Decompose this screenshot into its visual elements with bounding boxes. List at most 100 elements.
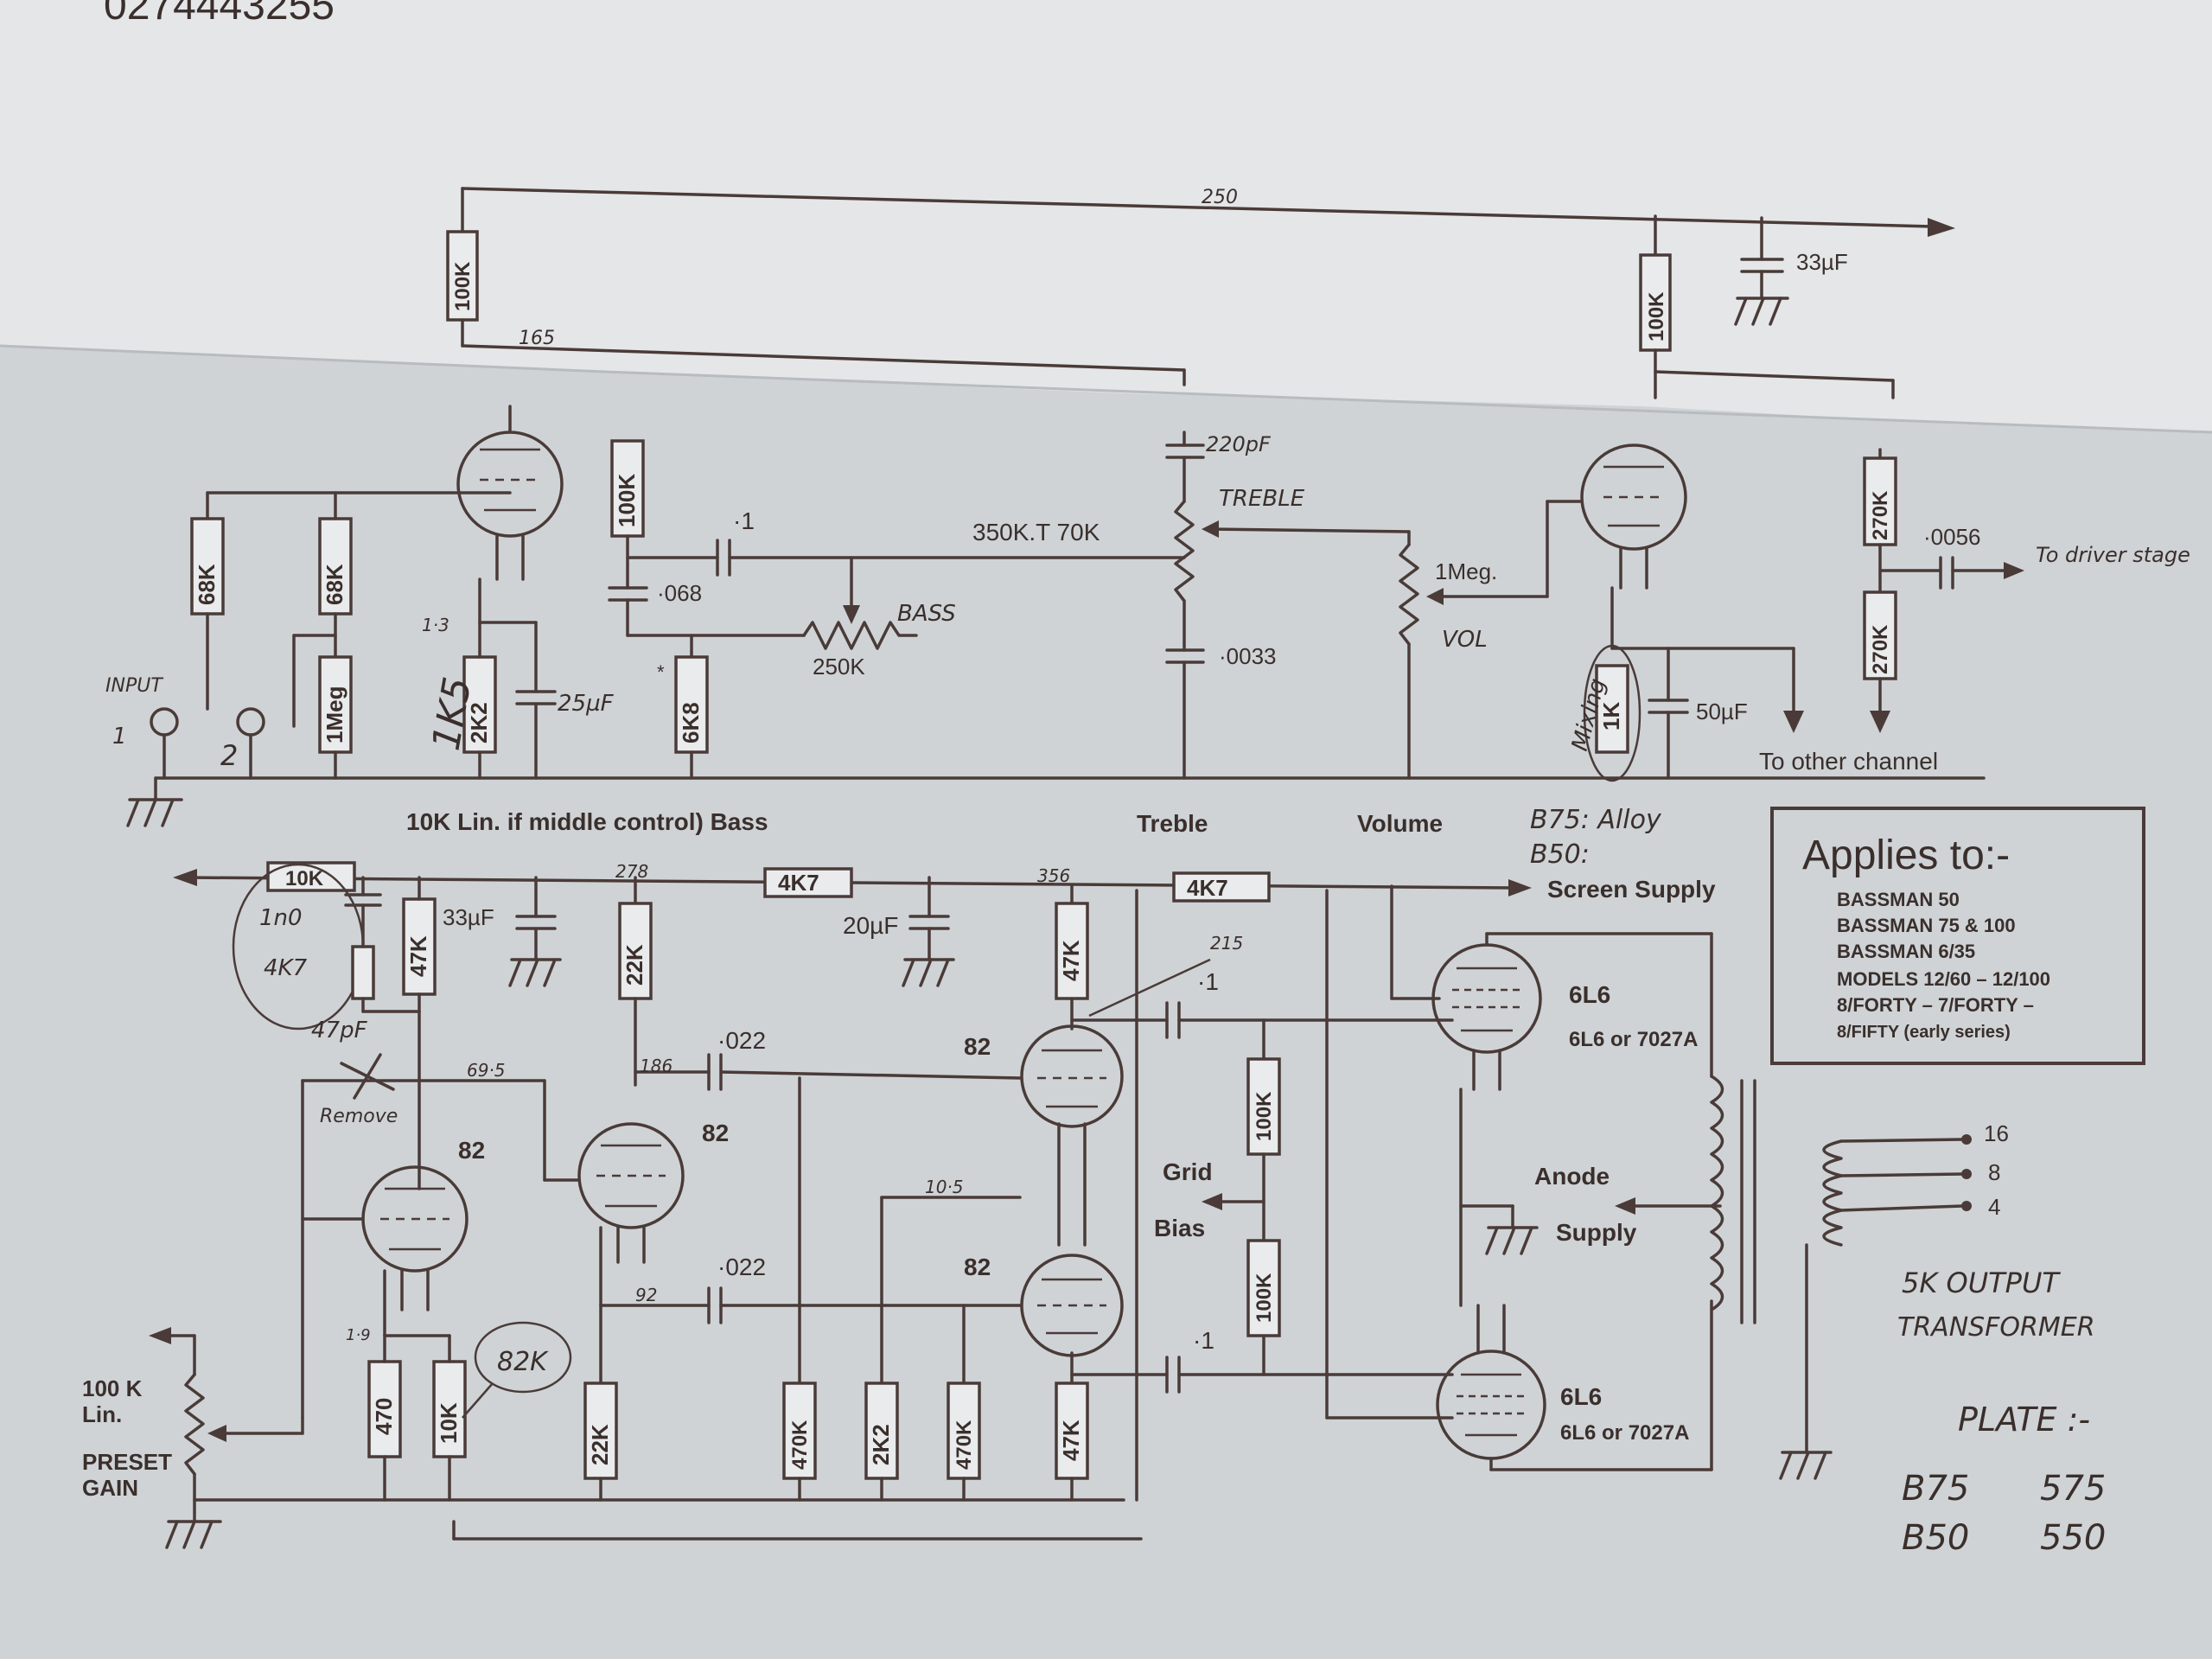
c-1n0: 1n0 [259, 905, 303, 931]
r-2k2-pre: 2K2 [466, 702, 492, 743]
tube-6l6-b-1: 6L6 [1560, 1383, 1602, 1410]
v-278: 278 [615, 861, 648, 882]
tube-6l6-b: 6L6 or 7027A [1560, 1421, 1689, 1445]
input-label: INPUT [105, 675, 163, 697]
t82-c: 82 [964, 1033, 991, 1060]
t82-a: 82 [458, 1137, 485, 1164]
plate-b50: B50 [1902, 1518, 1969, 1558]
r-100k-a: 100K [1253, 1091, 1276, 1141]
alloy-note-1: B75: Alloy [1530, 805, 1662, 835]
r-4k7-note: 4K7 [264, 955, 308, 981]
v-186: 186 [640, 1056, 673, 1076]
pot-gain-2: Lin. [82, 1401, 122, 1427]
pot-vol-value: 1Meg. [1435, 558, 1497, 584]
r-47k-c: 47K [1058, 1420, 1084, 1461]
volume-label: Volume [1357, 810, 1443, 837]
r-22k-a: 22K [622, 944, 647, 986]
r-470k-b: 470K [953, 1420, 976, 1470]
c-1-a: ·1 [1197, 968, 1219, 995]
treble-label: Treble [1137, 810, 1208, 837]
tap-8: 8 [1988, 1159, 2000, 1185]
r-470: 470 [371, 1398, 397, 1435]
r-270k-b: 270K [1869, 624, 1892, 674]
c-47pf: 47pF [311, 1018, 368, 1043]
r-22k-b: 22K [587, 1424, 613, 1465]
c-0033: ·0033 [1219, 643, 1277, 669]
r-1k: 1K [1598, 702, 1624, 731]
r-1meg: 1Meg [322, 686, 347, 743]
r-4k7-a: 4K7 [778, 870, 819, 896]
pot-gain-3: PRESET [82, 1449, 172, 1475]
r-68k-b: 68K [322, 564, 347, 605]
screen-supply: Screen Supply [1547, 876, 1716, 903]
c-50uf: 50µF [1696, 699, 1748, 724]
r-82k-note: 82K [497, 1347, 549, 1377]
pot-bass-label: BASS [897, 601, 956, 627]
c-068: ·068 [657, 580, 702, 606]
c-1-b: ·1 [1193, 1327, 1214, 1354]
applies-box: Applies to:- BASSMAN 50 BASSMAN 75 & 100… [1770, 807, 2145, 1065]
t82-b: 82 [702, 1120, 729, 1146]
to-other-channel: To other channel [1759, 748, 1938, 775]
preamp-section: INPUT 1 2 68K 68K 1Meg 1·3 2K2 [105, 405, 2190, 827]
r-10k-rail: 10K [285, 867, 324, 890]
applies-model-5: 8/FORTY – 7/FORTY – [1837, 994, 2034, 1016]
pot-gain-4: GAIN [82, 1475, 138, 1501]
anode-label: Anode [1534, 1163, 1610, 1190]
c-220pf: 220pF [1206, 432, 1272, 456]
c-022-a: ·022 [717, 1027, 766, 1054]
v-1-9: 1·9 [346, 1326, 371, 1344]
r-470k-a: 470K [788, 1420, 812, 1470]
v-92: 92 [635, 1285, 657, 1305]
c-33uf-pa: 33µF [443, 904, 494, 930]
r-6k8: 6K8 [678, 702, 704, 743]
jack-2: 2 [220, 739, 238, 772]
applies-model-3: BASSMAN 6/35 [1837, 941, 1975, 962]
tube-6l6-a: 6L6 or 7027A [1569, 1028, 1698, 1051]
r-47k-b: 47K [1058, 940, 1084, 981]
applies-title: Applies to:- [1802, 833, 2010, 878]
bass-note: 10K Lin. if middle control) Bass [406, 808, 768, 835]
plate-575: 575 [2040, 1469, 2106, 1509]
top-r-left: 100K [451, 261, 475, 311]
v-215: 215 [1210, 933, 1243, 954]
top-c-33uf: 33µF [1796, 249, 1848, 275]
top-section: 100K 250 165 100K 33µF [446, 187, 1955, 399]
pot-vol-label: VOL [1442, 627, 1488, 653]
pot-treble-label: TREBLE [1219, 486, 1305, 512]
r-100k-pre: 100K [614, 474, 640, 527]
pot-bass-value: 250K [813, 654, 865, 680]
plate-title: PLATE :- [1958, 1401, 2090, 1439]
power-amp-section: 10K 4K7 4K7 Screen Supply 1n0 4K7 47K 47… [82, 861, 2106, 1558]
tube-6l6-a-1: 6L6 [1569, 981, 1610, 1008]
r-47k-v: 47K [405, 935, 431, 977]
r-2k2-pa: 2K2 [868, 1424, 894, 1465]
applies-model-1: BASSMAN 50 [1837, 889, 1960, 910]
pot-gain-1: 100 K [82, 1375, 143, 1401]
remove-note: Remove [320, 1106, 398, 1127]
r-100k-b: 100K [1253, 1273, 1276, 1323]
alloy-note-2: B50: [1530, 839, 1590, 870]
v-356: 356 [1037, 865, 1070, 886]
top-v-250: 250 [1202, 187, 1238, 208]
applies-model-6: 8/FIFTY (early series) [1837, 1023, 2011, 1042]
r-4k7-b: 4K7 [1187, 875, 1228, 901]
c-20uf: 20µF [843, 912, 898, 939]
r-270k-a: 270K [1869, 490, 1892, 540]
pot-treble-value: 350K.T 70K [972, 519, 1100, 546]
xfmr-label-2: TRANSFORMER [1897, 1312, 2095, 1343]
jack-1: 1 [112, 724, 127, 750]
plate-b75: B75 [1902, 1469, 1969, 1509]
applies-model-4: MODELS 12/60 – 12/100 [1837, 968, 2050, 990]
r-68k-a: 68K [194, 564, 220, 605]
top-r-right: 100K [1645, 291, 1668, 341]
r-10k-b: 10K [436, 1402, 462, 1444]
t82-d: 82 [964, 1254, 991, 1280]
c-0056: ·0056 [1923, 524, 1981, 550]
v-10-5: 10·5 [925, 1177, 964, 1197]
to-driver-stage: To driver stage [2036, 543, 2190, 567]
r-6k8-mark: * [657, 661, 665, 683]
tap-4: 4 [1988, 1194, 2000, 1220]
top-v-165: 165 [519, 328, 555, 349]
plate-550: 550 [2040, 1518, 2106, 1558]
